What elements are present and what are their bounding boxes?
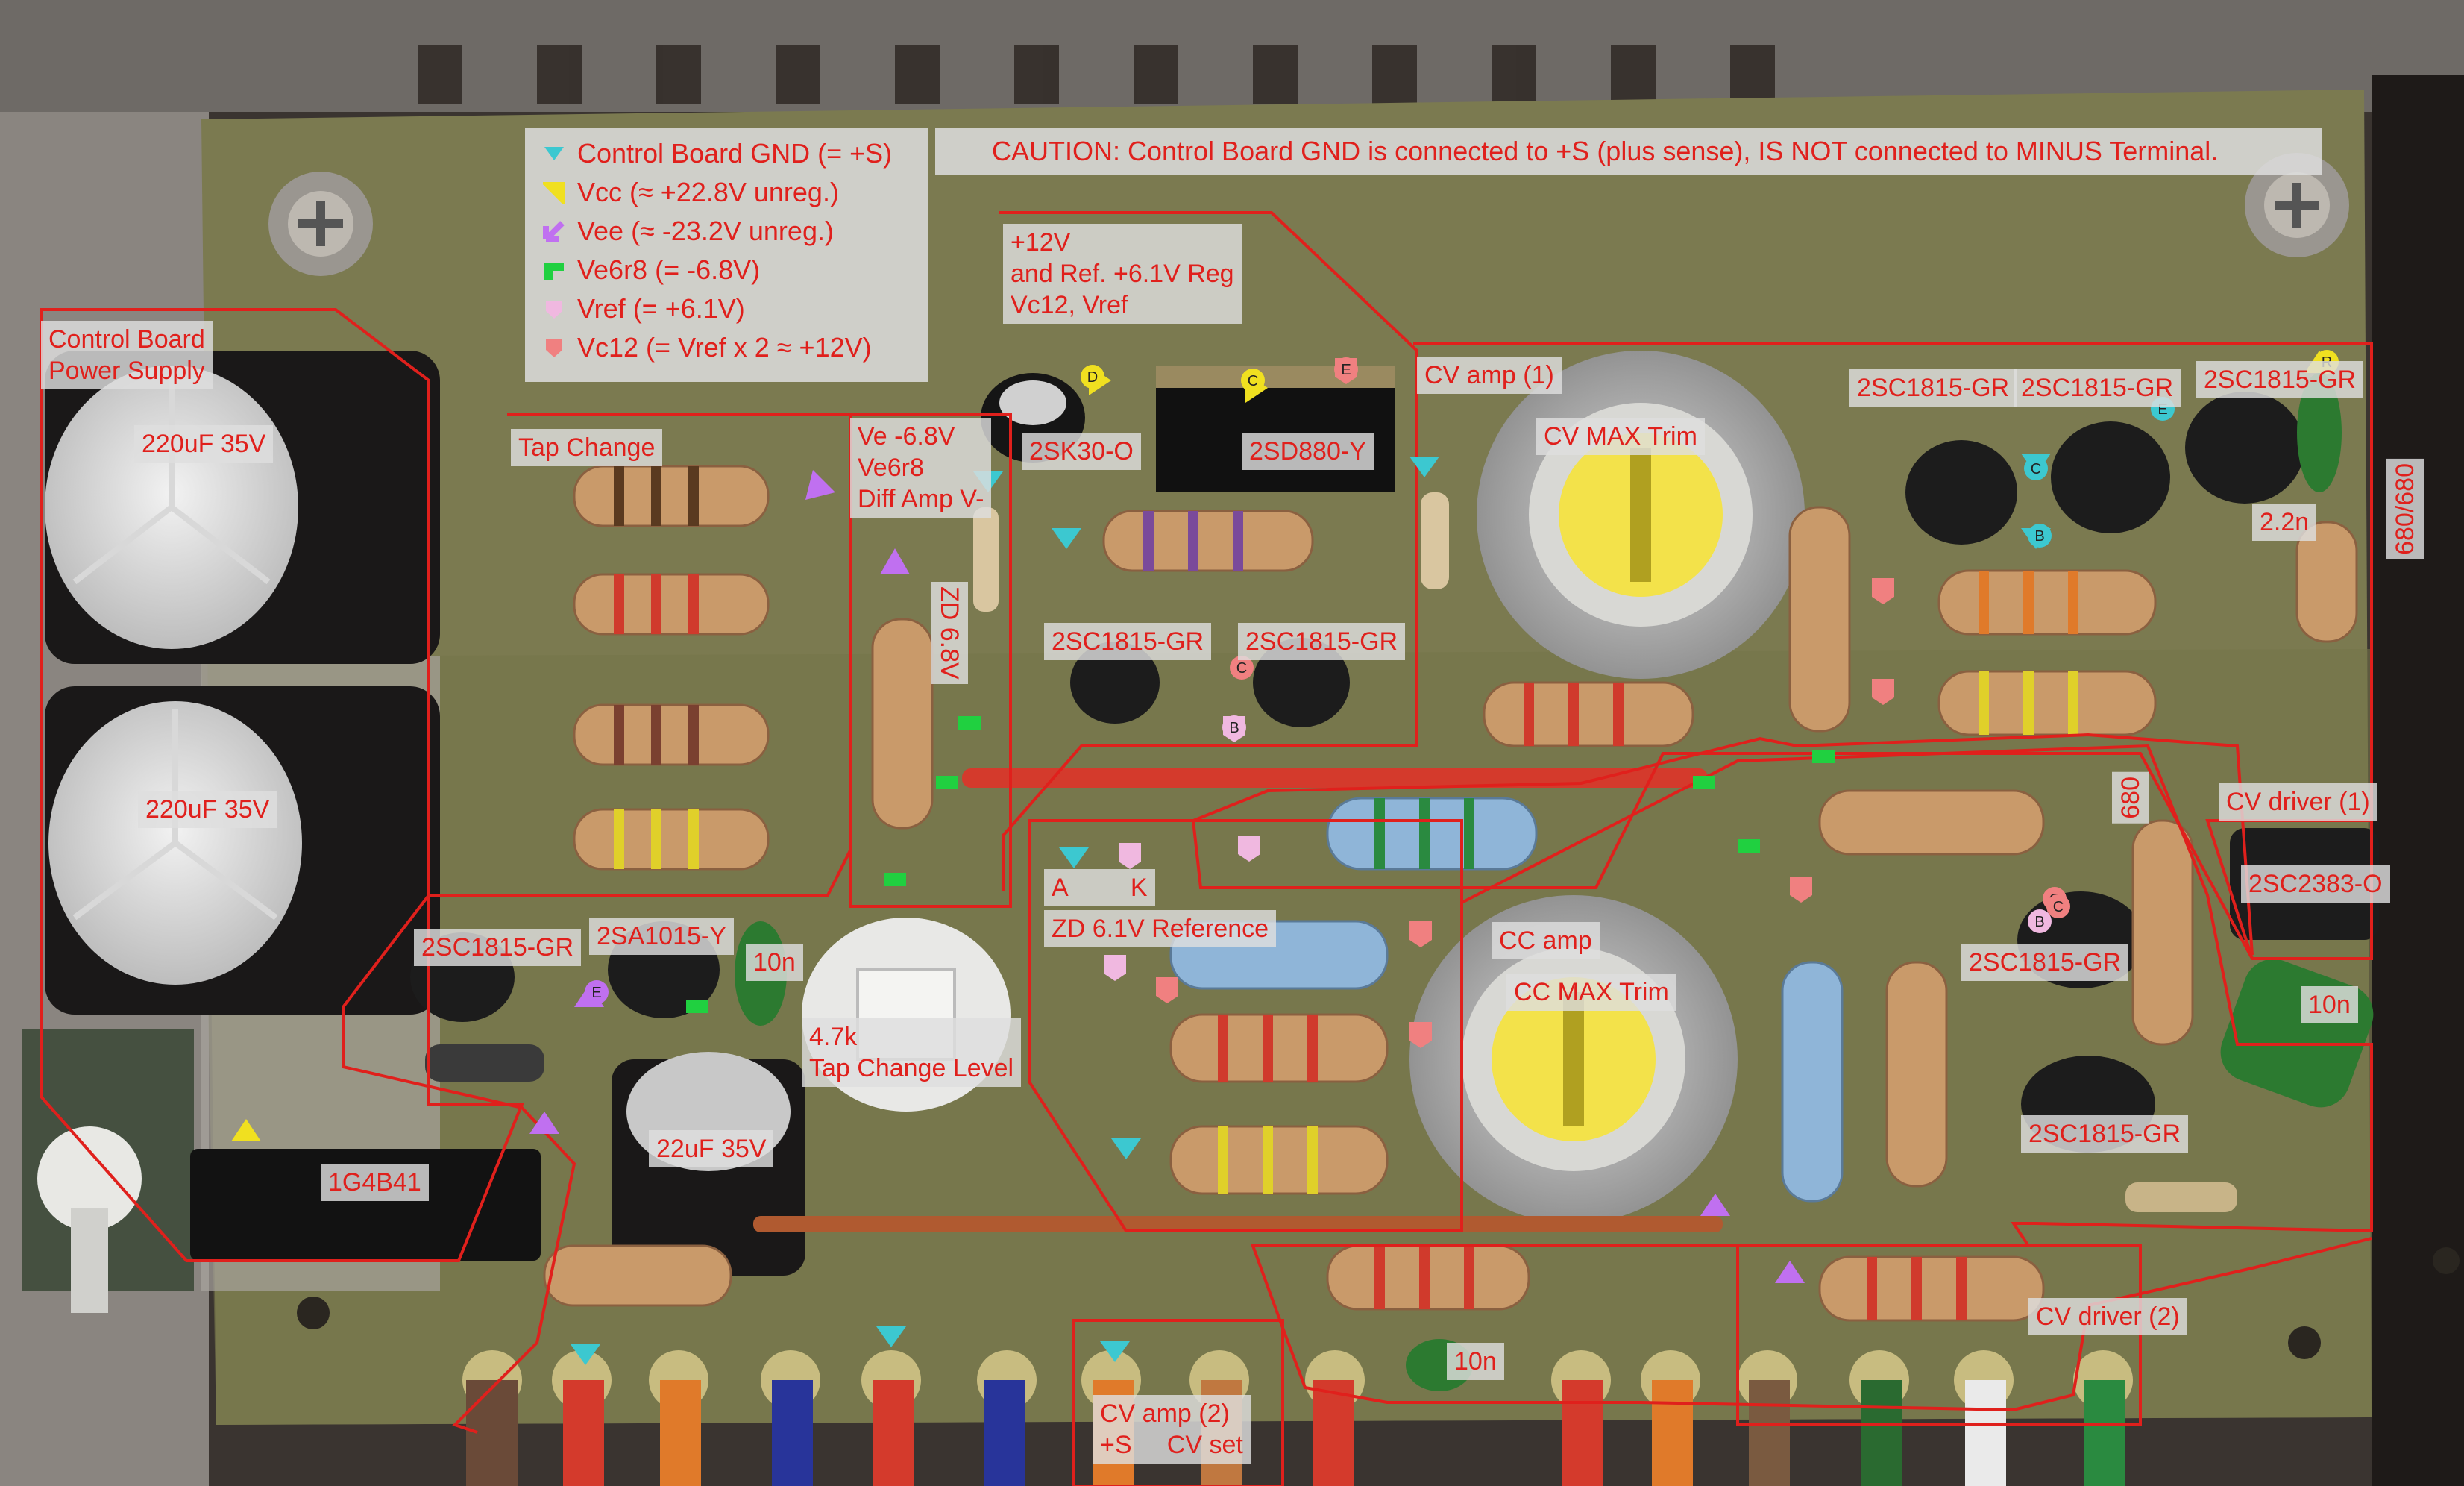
label-2sd880: 2SD880-Y: [1242, 433, 1374, 470]
pin-tag: E: [585, 980, 609, 1004]
svg-text:C: C: [2031, 461, 2041, 477]
pin-tag: C: [2046, 894, 2070, 918]
outline-ve-block: [849, 413, 1012, 908]
arrow-icon: [543, 182, 565, 204]
triangle-down-icon: [544, 147, 564, 160]
label-control-board-power-supply: Control Board Power Supply: [41, 321, 213, 389]
label-cv-max-trim: CV MAX Trim: [1536, 418, 1705, 455]
pin-tag: E: [1334, 357, 1358, 381]
label-2sc1815-h: 2SC1815-GR: [2021, 1115, 2189, 1153]
legend-label: Ve6r8 (= -6.8V): [577, 254, 761, 285]
legend-item-vee: Vee (≈ -23.2V unreg.): [543, 212, 834, 251]
svg-text:C: C: [2053, 899, 2064, 915]
pin-tag: B: [2028, 909, 2052, 933]
legend-label: Vc12 (= Vref x 2 ≈ +12V): [577, 332, 872, 363]
caution-banner: CAUTION: Control Board GND is connected …: [935, 128, 2322, 175]
label-220uf-top: 220uF 35V: [134, 425, 274, 463]
label-cc-amp: CC amp: [1492, 922, 1600, 959]
resistors: [543, 465, 2358, 1322]
label-22n: 2.2n: [2252, 504, 2317, 541]
outline-cv-driver1: [2205, 819, 2373, 960]
outline-cv-amp2: [1072, 1319, 1284, 1486]
label-680-680: 680/680: [2386, 459, 2424, 559]
legend-label: Control Board GND (= +S): [577, 138, 893, 169]
pin-tag: C: [1241, 369, 1265, 392]
label-2sc1815-a: 2SC1815-GR: [1044, 623, 1212, 660]
label-2sc1815-c: 2SC1815-GR: [1849, 369, 2017, 407]
label-cv-driver1: CV driver (1): [2219, 783, 2377, 821]
legend-item-ve6r8: Ve6r8 (= -6.8V): [543, 251, 760, 289]
svg-text:E: E: [591, 985, 601, 1001]
outline-control-board-power-supply: [40, 308, 524, 1262]
label-cv-amp1: CV amp (1): [1417, 357, 1562, 394]
legend-item-gnd: Control Board GND (= +S): [543, 134, 892, 173]
label-cc-max-trim: CC MAX Trim: [1506, 974, 1676, 1011]
label-1g4b41: 1G4B41: [321, 1164, 429, 1201]
label-2sc1815-d: 2SC1815-GR: [2014, 369, 2181, 407]
terminal-wires: [462, 1350, 2133, 1486]
legend-item-vc12: Vc12 (= Vref x 2 ≈ +12V): [543, 328, 872, 367]
legend-label: Vref (= +6.1V): [577, 293, 745, 324]
pentagon-icon: [546, 339, 562, 357]
svg-text:C: C: [1248, 373, 1258, 389]
pentagon-icon: [546, 301, 562, 319]
label-2sc1815-g: 2SC1815-GR: [1961, 944, 2129, 981]
pin-tag: C: [2024, 457, 2048, 480]
label-zd61-reference: ZD 6.1V Reference: [1044, 910, 1277, 947]
svg-text:D: D: [1087, 369, 1098, 386]
screw-left: [268, 172, 373, 276]
label-2sa1015: 2SA1015-Y: [589, 918, 734, 955]
label-2sk30: 2SK30-O: [1022, 433, 1141, 470]
capacitor-220uf-bottom: [45, 686, 440, 1015]
label-tap-change: Tap Change: [511, 429, 663, 466]
svg-text:B: B: [2034, 528, 2044, 545]
legend-label: Vee (≈ -23.2V unreg.): [577, 216, 834, 246]
label-2sc2383: 2SC2383-O: [2241, 865, 2390, 903]
arrow-icon: [543, 221, 565, 242]
label-2sc1815-e: 2SC1815-GR: [2196, 361, 2364, 398]
outline-cv-driver2: [1736, 1244, 2142, 1426]
legend-label: Vcc (≈ +22.8V unreg.): [577, 177, 839, 207]
label-2sc1815-b: 2SC1815-GR: [1238, 623, 1406, 660]
label-10n-a: 10n: [746, 944, 803, 981]
label-220uf-bottom: 220uF 35V: [138, 791, 277, 828]
screw-right: [2245, 153, 2349, 257]
label-zd-ak: A K: [1044, 869, 1155, 906]
label-cv-driver2: CV driver (2): [2028, 1298, 2187, 1335]
legend-item-vref: Vref (= +6.1V): [543, 289, 745, 328]
label-10n-c: 10n: [1447, 1343, 1504, 1380]
label-cv-amp2: CV amp (2) +S CV set: [1093, 1395, 1251, 1464]
label-10n-b: 10n: [2301, 986, 2358, 1023]
label-zd68: ZD 6.8V: [931, 582, 968, 684]
label-2sc1815-f: 2SC1815-GR: [414, 929, 582, 966]
svg-text:B: B: [1229, 720, 1239, 736]
label-4-7k-tap-change-level: 4.7k Tap Change Level: [802, 1018, 1022, 1087]
legend-item-vcc: Vcc (≈ +22.8V unreg.): [543, 173, 839, 212]
outline-zd-reference: [1028, 819, 1463, 1232]
pin-tag: B: [1222, 715, 1246, 739]
label-680: 680: [2112, 772, 2149, 824]
capacitor-220uf-top: [45, 351, 440, 664]
svg-text:E: E: [1341, 362, 1351, 378]
pin-tag: B: [2028, 524, 2052, 548]
legend-box: Control Board GND (= +S) Vcc (≈ +22.8V u…: [525, 128, 928, 382]
cv-max-trim-pot: [1477, 351, 1805, 679]
label-22uf: 22uF 35V: [649, 1130, 774, 1167]
pin-tag: D: [1081, 365, 1104, 389]
outline-plus12-block: [999, 211, 1418, 891]
corner-icon: [544, 263, 564, 280]
svg-text:B: B: [2034, 914, 2044, 930]
region-outlines: [40, 211, 2373, 1486]
svg-text:C: C: [1236, 660, 1247, 677]
bridge-rectifier: [190, 1149, 541, 1261]
label-ve-block: Ve -6.8V Ve6r8 Diff Amp V-: [850, 418, 992, 518]
pin-tag: C: [1230, 656, 1254, 680]
label-plus12-block: +12V and Ref. +6.1V Reg Vc12, Vref: [1003, 224, 1242, 324]
